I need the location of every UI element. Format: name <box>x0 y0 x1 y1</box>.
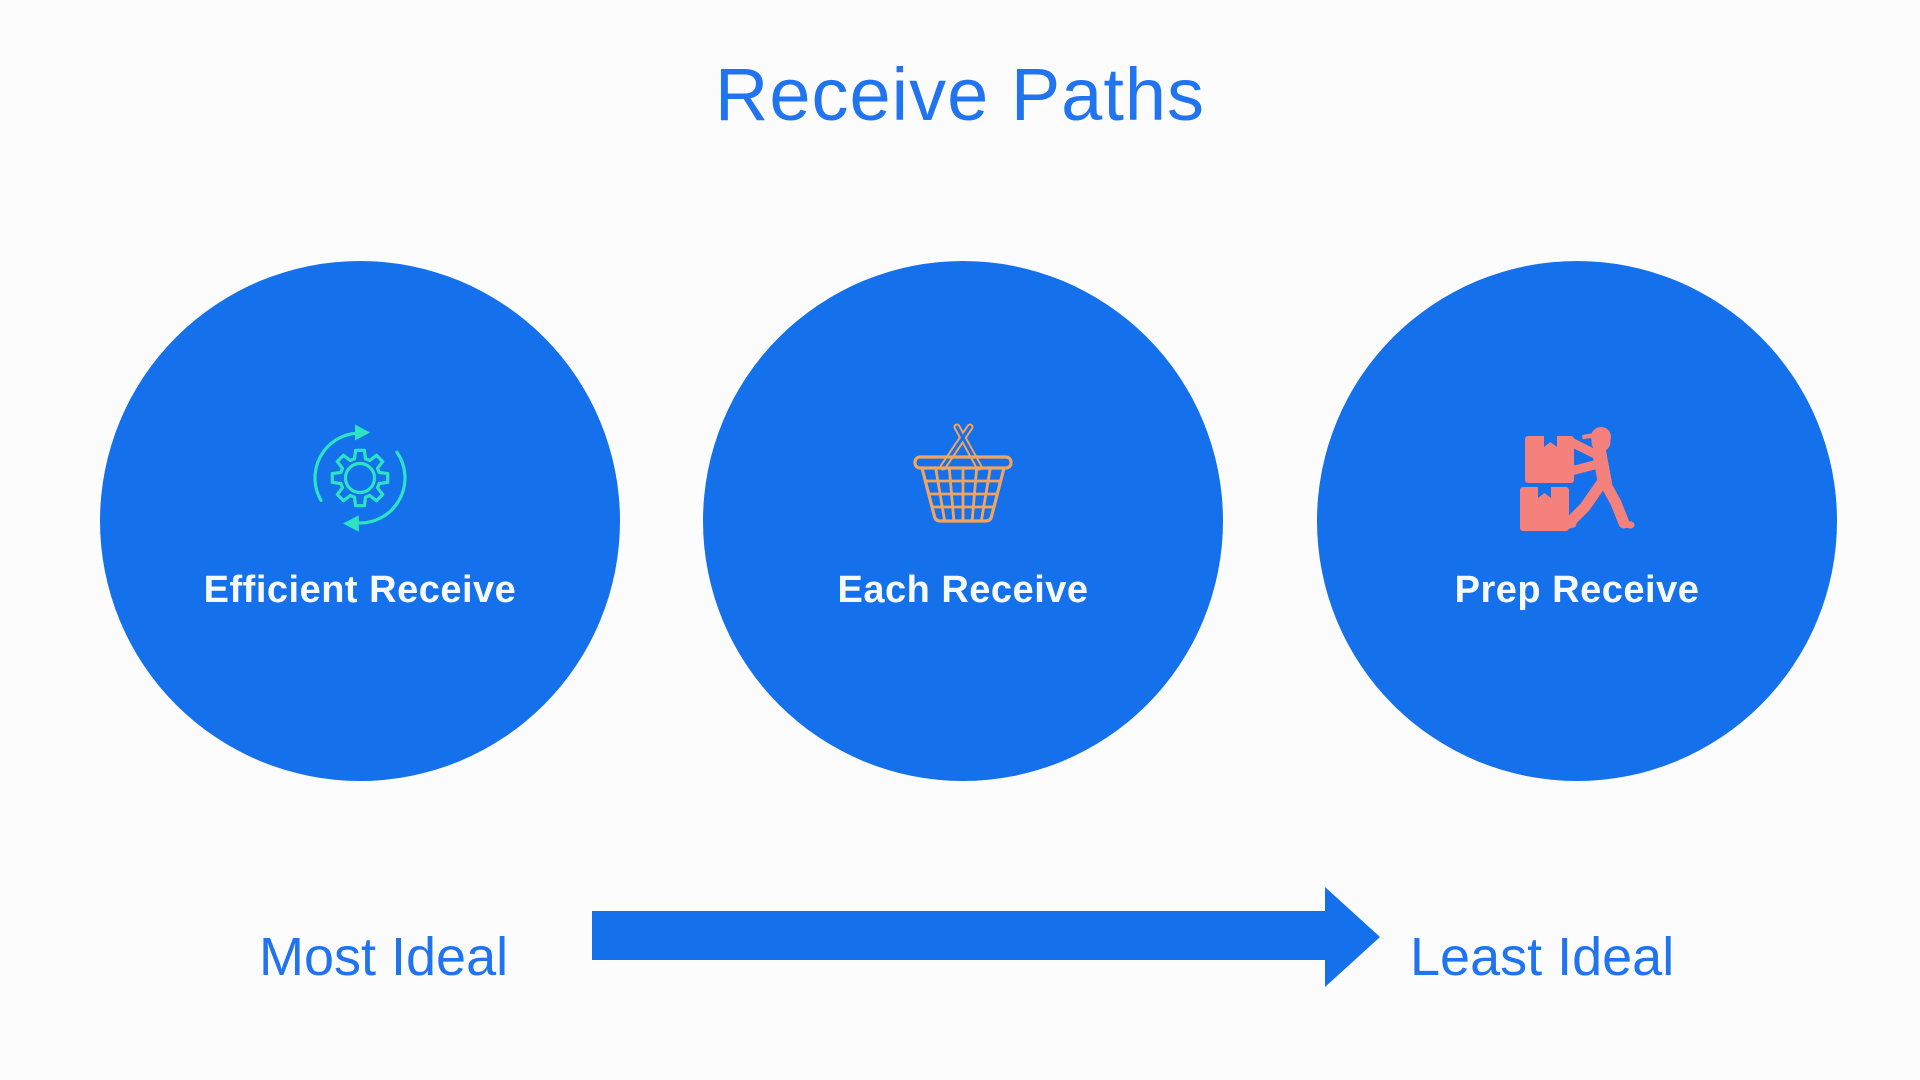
node-each-receive: Each Receive <box>703 261 1223 781</box>
right-arrow-head-icon <box>1325 887 1380 987</box>
node-label-prep-receive: Prep Receive <box>1454 569 1700 611</box>
shopping-basket-icon <box>913 423 1013 523</box>
node-efficient-receive: Efficient Receive <box>100 261 620 781</box>
node-label-efficient-receive: Efficient Receive <box>203 569 517 611</box>
page-title: Receive Paths <box>714 53 1206 136</box>
node-label-each-receive: Each Receive <box>837 569 1089 611</box>
ideal-scale-arrow-shaft <box>592 911 1325 960</box>
node-prep-receive: Prep Receive <box>1317 261 1837 781</box>
process-cycle-gear-icon <box>313 424 407 532</box>
scale-label-least-ideal: Least Ideal <box>1410 927 1675 987</box>
scale-label-most-ideal: Most Ideal <box>259 927 509 987</box>
worker-stacking-boxes-icon <box>1520 427 1635 531</box>
